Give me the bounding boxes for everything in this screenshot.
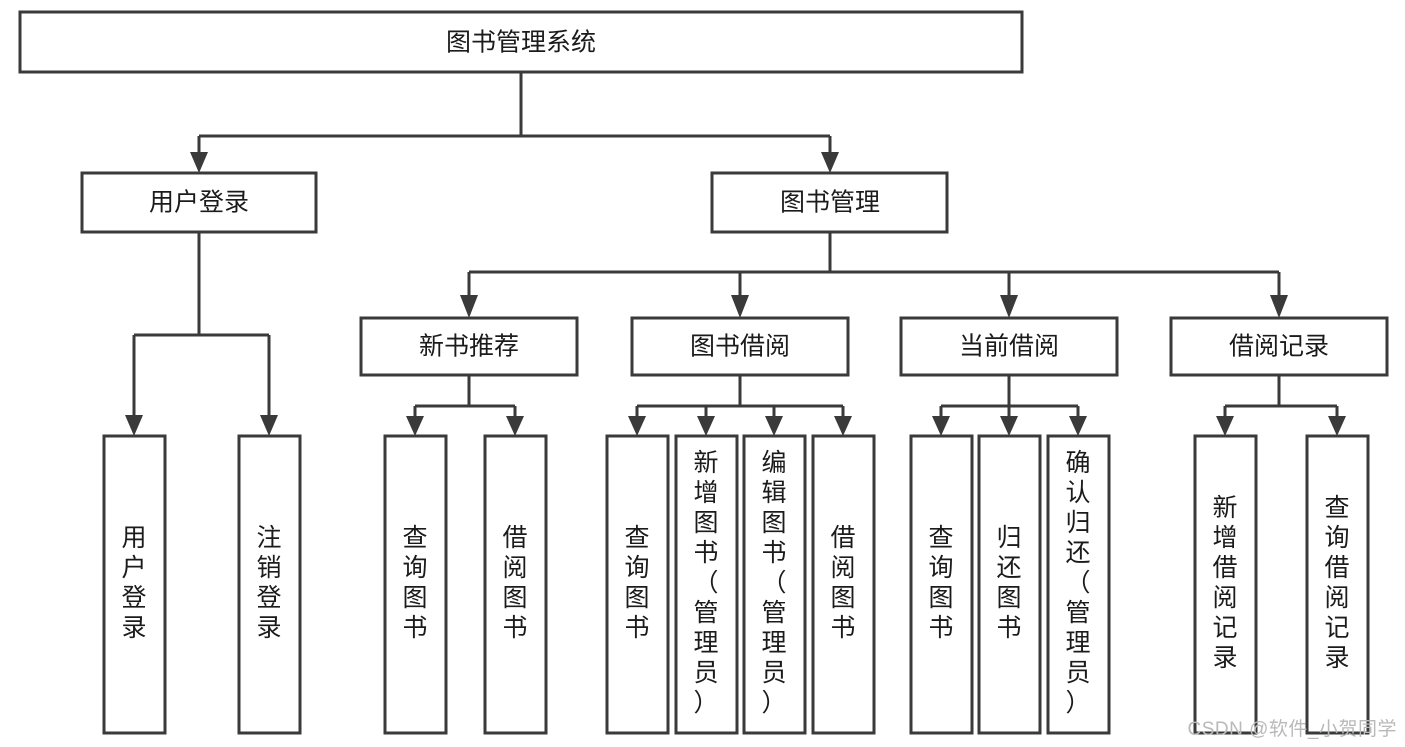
- leaf-logout[interactable]: 注销登录: [237, 434, 302, 735]
- connector-layer: [125, 72, 1346, 436]
- arrow-head-new-book: [460, 295, 478, 318]
- arrow-head-leaf-query-record: [1328, 416, 1346, 436]
- leaf-add-borrow-record-box[interactable]: [1193, 434, 1258, 735]
- leaf-return-book[interactable]: 归还图书: [977, 434, 1042, 735]
- node-book-borrow[interactable]: 图书借阅: [630, 316, 850, 377]
- arrow-head-leaf-edit-book: [765, 416, 783, 436]
- arrow-head-leaf-query-book-b: [628, 416, 646, 436]
- leaf-query-book-recommend-label: 查询图书: [402, 524, 427, 642]
- leaf-confirm-return-label: 确认归还（管理员）: [1065, 449, 1090, 717]
- node-current-borrow-box[interactable]: [899, 316, 1119, 377]
- arrow-head-leaf-return-book: [1000, 416, 1018, 436]
- arrow-head-leaf-query-book-c: [932, 416, 950, 436]
- leaf-edit-book[interactable]: 编辑图书（管理员）: [742, 434, 807, 735]
- node-new-book-recommend[interactable]: 新书推荐: [359, 316, 579, 377]
- leaf-logout-box[interactable]: [237, 434, 302, 735]
- arrow-head-leaf-borrow-book-a: [506, 416, 524, 436]
- leaf-query-book-current-label: 查询图书: [928, 524, 953, 642]
- leaf-logout-label: 注销登录: [256, 524, 281, 642]
- arrow-head-book-manage: [821, 152, 839, 173]
- leaf-user-login-box[interactable]: [102, 434, 167, 735]
- arrow-head-leaf-add-record: [1216, 416, 1234, 436]
- arrow-head-leaf-add-book: [697, 416, 715, 436]
- leaf-add-book-label: 新增图书（管理员）: [693, 449, 718, 717]
- leaf-add-book[interactable]: 新增图书（管理员）: [674, 434, 739, 735]
- arrow-head-book-borrow: [731, 295, 749, 318]
- arrow-head-borrow-record: [1270, 295, 1288, 318]
- leaf-add-borrow-record-label: 新增借阅记录: [1212, 494, 1237, 672]
- leaf-edit-book-box[interactable]: [742, 434, 807, 735]
- leaf-query-book-recommend[interactable]: 查询图书: [383, 434, 448, 735]
- node-user-login-box[interactable]: [80, 171, 318, 234]
- node-new-book-recommend-box[interactable]: [359, 316, 579, 377]
- leaf-query-borrow-record-box[interactable]: [1305, 434, 1370, 735]
- leaf-user-login-label: 用户登录: [121, 524, 146, 642]
- leaf-borrow-book-label: 借阅图书: [830, 524, 855, 642]
- leaf-query-book-recommend-box[interactable]: [383, 434, 448, 735]
- arrow-head-leaf-query-book-a: [406, 416, 424, 436]
- leaf-borrow-book-recommend[interactable]: 借阅图书: [483, 434, 548, 735]
- leaf-user-login[interactable]: 用户登录: [102, 434, 167, 735]
- leaf-query-borrow-record[interactable]: 查询借阅记录: [1305, 434, 1370, 735]
- node-borrow-record-label: 借阅记录: [1229, 333, 1329, 361]
- node-book-manage-label: 图书管理: [780, 189, 880, 217]
- node-root-box[interactable]: [18, 10, 1024, 74]
- leaf-query-book-borrow[interactable]: 查询图书: [605, 434, 670, 735]
- leaf-query-book-current[interactable]: 查询图书: [909, 434, 974, 735]
- node-root[interactable]: 图书管理系统: [18, 10, 1024, 74]
- arrow-head-leaf-confirm-return: [1069, 416, 1087, 436]
- leaf-query-book-borrow-box[interactable]: [605, 434, 670, 735]
- node-root-label: 图书管理系统: [446, 29, 596, 57]
- node-current-borrow-label: 当前借阅: [959, 333, 1059, 361]
- node-user-login[interactable]: 用户登录: [80, 171, 318, 234]
- node-borrow-record-box[interactable]: [1169, 316, 1389, 377]
- leaf-borrow-book-recommend-label: 借阅图书: [502, 524, 527, 642]
- leaf-confirm-return[interactable]: 确认归还（管理员）: [1046, 434, 1111, 735]
- leaf-return-book-label: 归还图书: [996, 524, 1021, 642]
- leaf-query-book-borrow-label: 查询图书: [624, 524, 649, 642]
- node-book-manage[interactable]: 图书管理: [710, 171, 949, 234]
- leaf-query-book-current-box[interactable]: [909, 434, 974, 735]
- arrow-head-leaf-borrow-book-b: [834, 416, 852, 436]
- leaf-edit-book-label: 编辑图书（管理员）: [761, 449, 786, 717]
- leaf-confirm-return-box[interactable]: [1046, 434, 1111, 735]
- node-book-borrow-label: 图书借阅: [690, 333, 790, 361]
- leaf-borrow-book-recommend-box[interactable]: [483, 434, 548, 735]
- leaf-query-borrow-record-label: 查询借阅记录: [1324, 494, 1349, 672]
- node-current-borrow[interactable]: 当前借阅: [899, 316, 1119, 377]
- leaf-borrow-book-box[interactable]: [811, 434, 876, 735]
- arrow-head-current-borrow: [1000, 295, 1018, 318]
- node-user-login-label: 用户登录: [149, 189, 249, 217]
- node-borrow-record[interactable]: 借阅记录: [1169, 316, 1389, 377]
- arrow-head-leaf-user-login: [125, 415, 143, 436]
- leaf-add-borrow-record[interactable]: 新增借阅记录: [1193, 434, 1258, 735]
- leaf-borrow-book[interactable]: 借阅图书: [811, 434, 876, 735]
- node-book-borrow-box[interactable]: [630, 316, 850, 377]
- node-new-book-recommend-label: 新书推荐: [419, 333, 519, 361]
- leaf-add-book-box[interactable]: [674, 434, 739, 735]
- leaf-return-book-box[interactable]: [977, 434, 1042, 735]
- node-book-manage-box[interactable]: [710, 171, 949, 234]
- arrow-head-user-login: [190, 152, 208, 173]
- arrow-head-leaf-logout: [260, 415, 278, 436]
